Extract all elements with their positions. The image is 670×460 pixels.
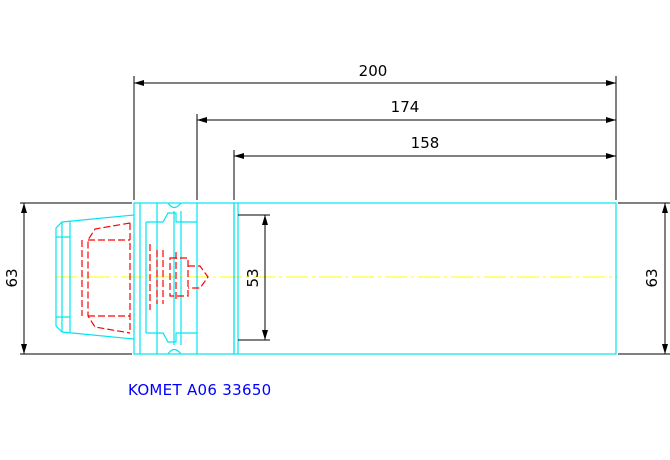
dim-text-174: 174 [391, 98, 420, 116]
extension-lines [20, 76, 670, 355]
taper-shank [55, 214, 135, 340]
hidden-lines [81, 222, 209, 334]
dim-text-53: 53 [244, 268, 262, 287]
dim-text-63-right: 63 [643, 268, 661, 287]
dim-text-158: 158 [411, 134, 440, 152]
dim-text-63-left: 63 [3, 268, 21, 287]
dimension-lines [21, 80, 668, 354]
coupling-flange [133, 202, 235, 355]
dim-text-200: 200 [359, 62, 388, 80]
part-number-caption: KOMET A06 33650 [128, 381, 272, 399]
extension-body [233, 202, 617, 355]
